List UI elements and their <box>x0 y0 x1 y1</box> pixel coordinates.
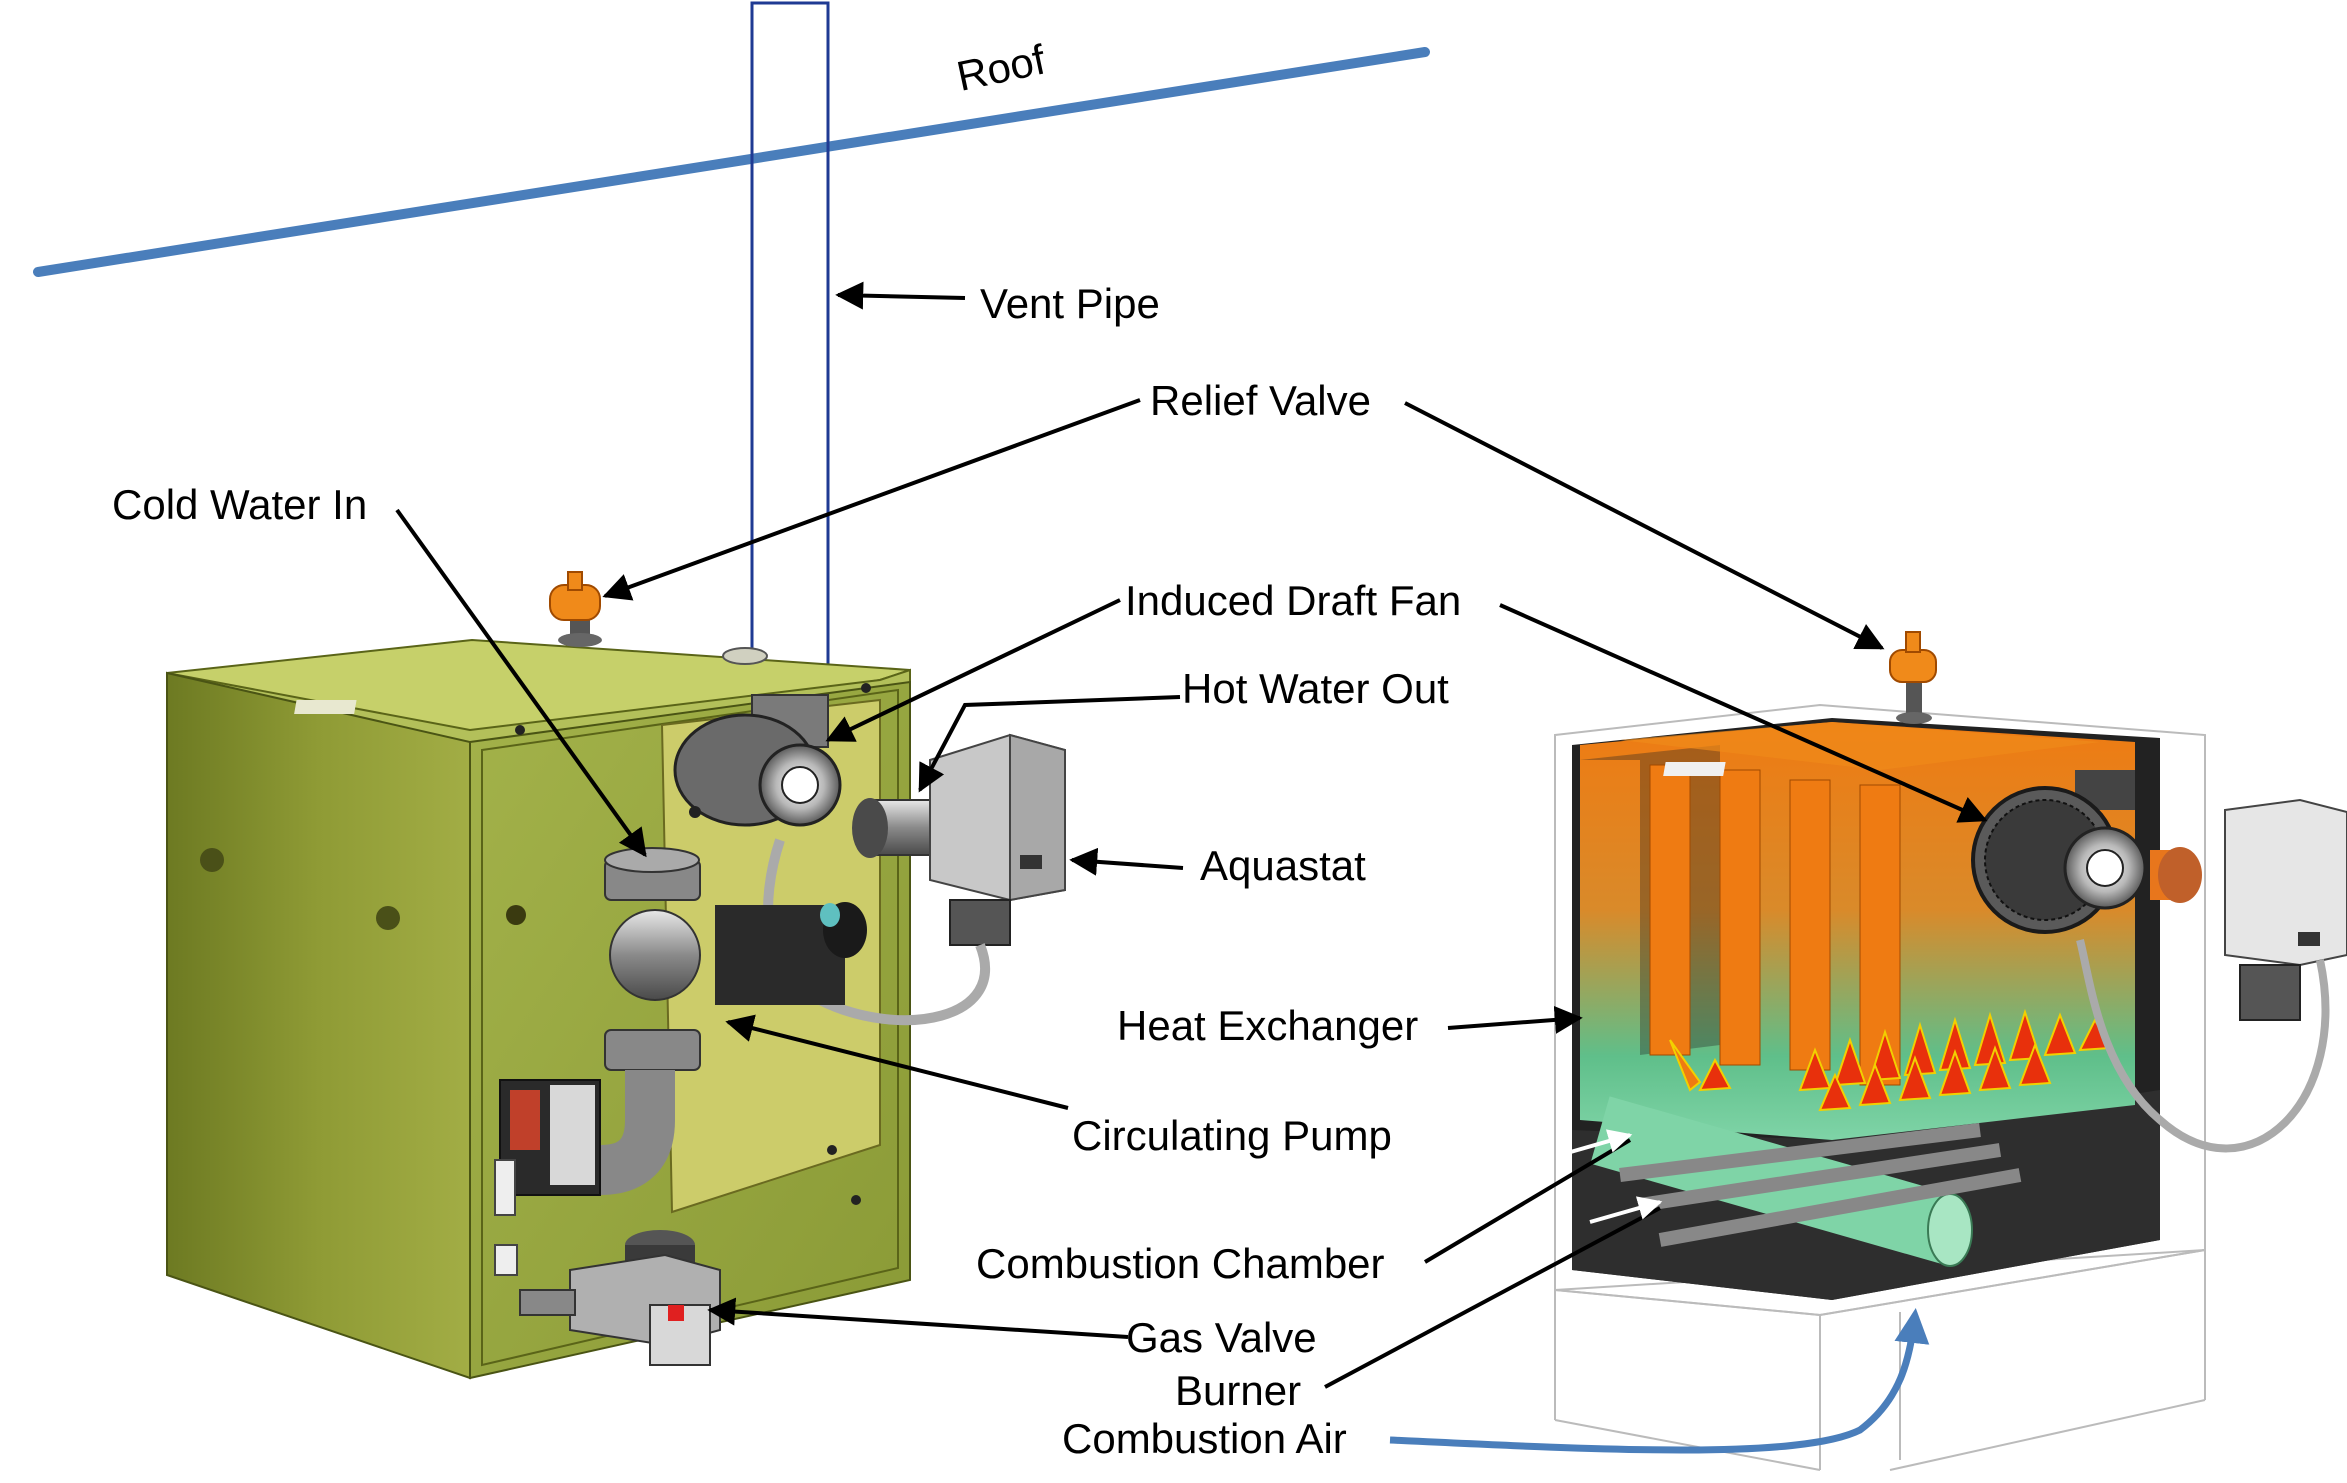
combustion-air-label: Combustion Air <box>1062 1415 1347 1462</box>
aquastat-label: Aquastat <box>1200 842 1366 889</box>
induced-draft-fan-label: Induced Draft Fan <box>1125 577 1462 624</box>
induced-draft-fan-left <box>673 694 842 827</box>
ignition-control-left <box>494 1079 601 1276</box>
cold-water-in-label: Cold Water In <box>112 481 368 528</box>
heat-exchanger-label: Heat Exchanger <box>1117 1002 1419 1049</box>
callout-arrows <box>395 281 1988 1339</box>
induced-draft-fan-right <box>1971 770 2202 934</box>
relief-valve-right <box>1889 631 1937 724</box>
relief-valve-left <box>549 571 602 647</box>
gas-valve-left <box>519 1230 721 1366</box>
combustion-air-arrow <box>1389 1308 1930 1454</box>
circulating-pump-left <box>598 847 867 1195</box>
combustion-chamber-label: Combustion Chamber <box>976 1240 1385 1287</box>
hot-water-out-label: Hot Water Out <box>1182 665 1449 712</box>
vent-pipe <box>750 1 830 705</box>
aquastat-right <box>2076 798 2347 1153</box>
burner-flames <box>1669 1008 2112 1112</box>
callout-arrows-white <box>1324 1138 1661 1389</box>
gas-valve-label: Gas Valve <box>1126 1314 1317 1361</box>
burner-label: Burner <box>1175 1367 1302 1414</box>
circulating-pump-label: Circulating Pump <box>1072 1112 1392 1159</box>
relief-valve-label: Relief Valve <box>1150 377 1371 424</box>
right-boiler-cutaway <box>1554 703 2206 1471</box>
vent-pipe-label: Vent Pipe <box>980 280 1160 327</box>
roof-line <box>33 47 1430 277</box>
